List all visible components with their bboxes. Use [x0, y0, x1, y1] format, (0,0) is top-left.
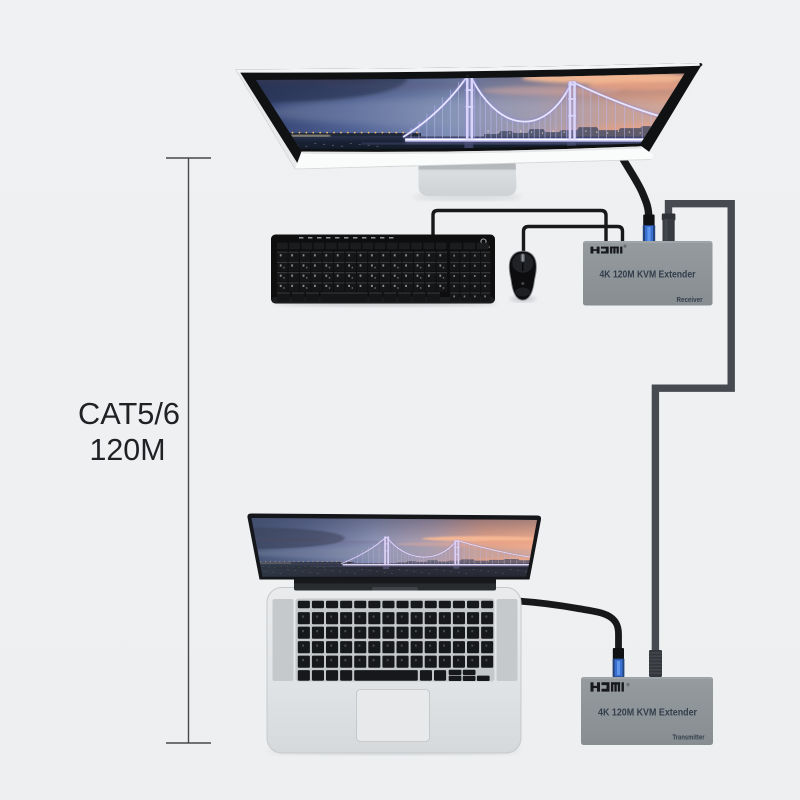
- svg-text:Receiver: Receiver: [677, 297, 703, 304]
- svg-text:120M: 120M: [90, 433, 166, 467]
- svg-text:CAT5/6: CAT5/6: [78, 397, 180, 431]
- svg-text:®: ®: [624, 244, 628, 249]
- svg-text:4K 120M KVM Extender: 4K 120M KVM Extender: [600, 270, 696, 281]
- svg-text:4K 120M KVM Extender: 4K 120M KVM Extender: [598, 708, 697, 719]
- svg-text:®: ®: [627, 683, 631, 688]
- svg-text:Transmitter: Transmitter: [673, 734, 705, 741]
